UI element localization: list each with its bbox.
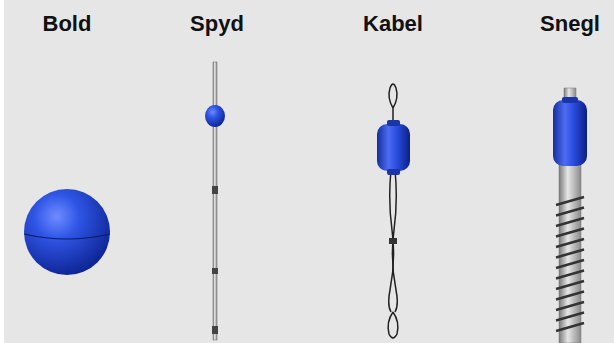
thread-stroke [556, 260, 584, 268]
thread-stroke [556, 197, 584, 205]
thread-stroke [556, 250, 584, 258]
thread-stroke [556, 313, 584, 321]
ball-float [24, 189, 110, 275]
margin [0, 0, 4, 343]
part-name: Spyd [190, 12, 244, 36]
thread-stroke [556, 229, 584, 237]
thread-stroke [556, 323, 584, 331]
part-name: Snegl [540, 12, 600, 36]
thread-stroke [556, 281, 584, 289]
cable-float [377, 84, 410, 338]
part-name: Bold [43, 12, 92, 36]
thread-stroke [556, 239, 584, 247]
part-name: Kabel [363, 12, 423, 36]
spear-float [205, 62, 225, 340]
screw-float [553, 88, 587, 343]
screw-thread [556, 197, 584, 331]
thread-stroke [556, 208, 584, 216]
thread-stroke [556, 271, 584, 279]
thread-stroke [556, 218, 584, 226]
thread-stroke [556, 292, 584, 300]
thread-stroke [556, 302, 584, 310]
